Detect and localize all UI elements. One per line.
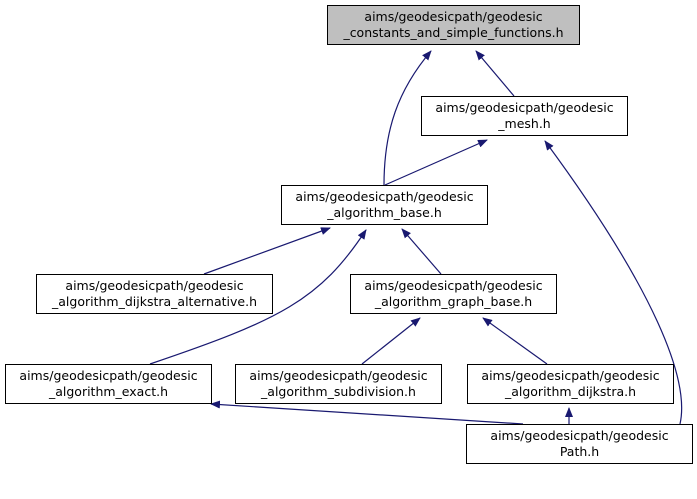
node-label-line: _algorithm_subdivision.h bbox=[261, 384, 416, 399]
node-dijkstra-alt[interactable]: aims/geodesicpath/geodesic_algorithm_dij… bbox=[36, 274, 273, 314]
edge-base-to-mesh bbox=[384, 139, 488, 186]
node-label-line: aims/geodesicpath/geodesic bbox=[435, 100, 614, 115]
edge-dijkstra_alt-to-base bbox=[203, 227, 331, 275]
node-label-line: _mesh.h bbox=[498, 116, 551, 131]
edge-exact-to-base bbox=[149, 229, 367, 365]
node-label-line: _algorithm_dijkstra.h bbox=[504, 384, 637, 399]
node-label-line: _algorithm_exact.h bbox=[48, 384, 169, 399]
node-label-line: _algorithm_graph_base.h bbox=[374, 294, 533, 309]
node-label-line: _algorithm_dijkstra_alternative.h bbox=[52, 294, 257, 309]
node-exact[interactable]: aims/geodesicpath/geodesic_algorithm_exa… bbox=[5, 364, 212, 404]
node-label-line: aims/geodesicpath/geodesic bbox=[490, 428, 669, 443]
node-graph-base[interactable]: aims/geodesicpath/geodesic_algorithm_gra… bbox=[350, 274, 557, 314]
node-label-line: aims/geodesicpath/geodesic bbox=[295, 189, 474, 204]
edge-path-to-exact bbox=[210, 400, 524, 425]
node-mesh[interactable]: aims/geodesicpath/geodesic_mesh.h bbox=[421, 96, 628, 136]
node-label-line: _constants_and_simple_functions.h bbox=[343, 25, 564, 40]
node-label-line: _algorithm_base.h bbox=[327, 205, 442, 220]
node-subdivision[interactable]: aims/geodesicpath/geodesic_algorithm_sub… bbox=[235, 364, 442, 404]
node-label-line: aims/geodesicpath/geodesic bbox=[364, 9, 543, 24]
node-label-line: aims/geodesicpath/geodesic bbox=[249, 368, 428, 383]
edge-subdivision-to-graph_base bbox=[361, 317, 421, 365]
edge-dijkstra-to-graph_base bbox=[482, 317, 548, 365]
node-label-line: aims/geodesicpath/geodesic bbox=[19, 368, 198, 383]
edge-graph_base-to-base bbox=[401, 228, 442, 275]
node-label-line: aims/geodesicpath/geodesic bbox=[481, 368, 660, 383]
node-label-line: aims/geodesicpath/geodesic bbox=[364, 278, 543, 293]
node-constants[interactable]: aims/geodesicpath/geodesic_constants_and… bbox=[327, 5, 580, 45]
node-dijkstra[interactable]: aims/geodesicpath/geodesic_algorithm_dij… bbox=[467, 364, 674, 404]
edge-base-to-constants bbox=[383, 50, 432, 186]
node-base[interactable]: aims/geodesicpath/geodesic_algorithm_bas… bbox=[281, 185, 488, 225]
edge-path-to-mesh bbox=[544, 140, 683, 425]
node-label-line: Path.h bbox=[559, 444, 600, 459]
edge-mesh-to-constants bbox=[475, 50, 515, 97]
node-label-line: aims/geodesicpath/geodesic bbox=[65, 278, 244, 293]
edge-layer bbox=[149, 50, 683, 425]
